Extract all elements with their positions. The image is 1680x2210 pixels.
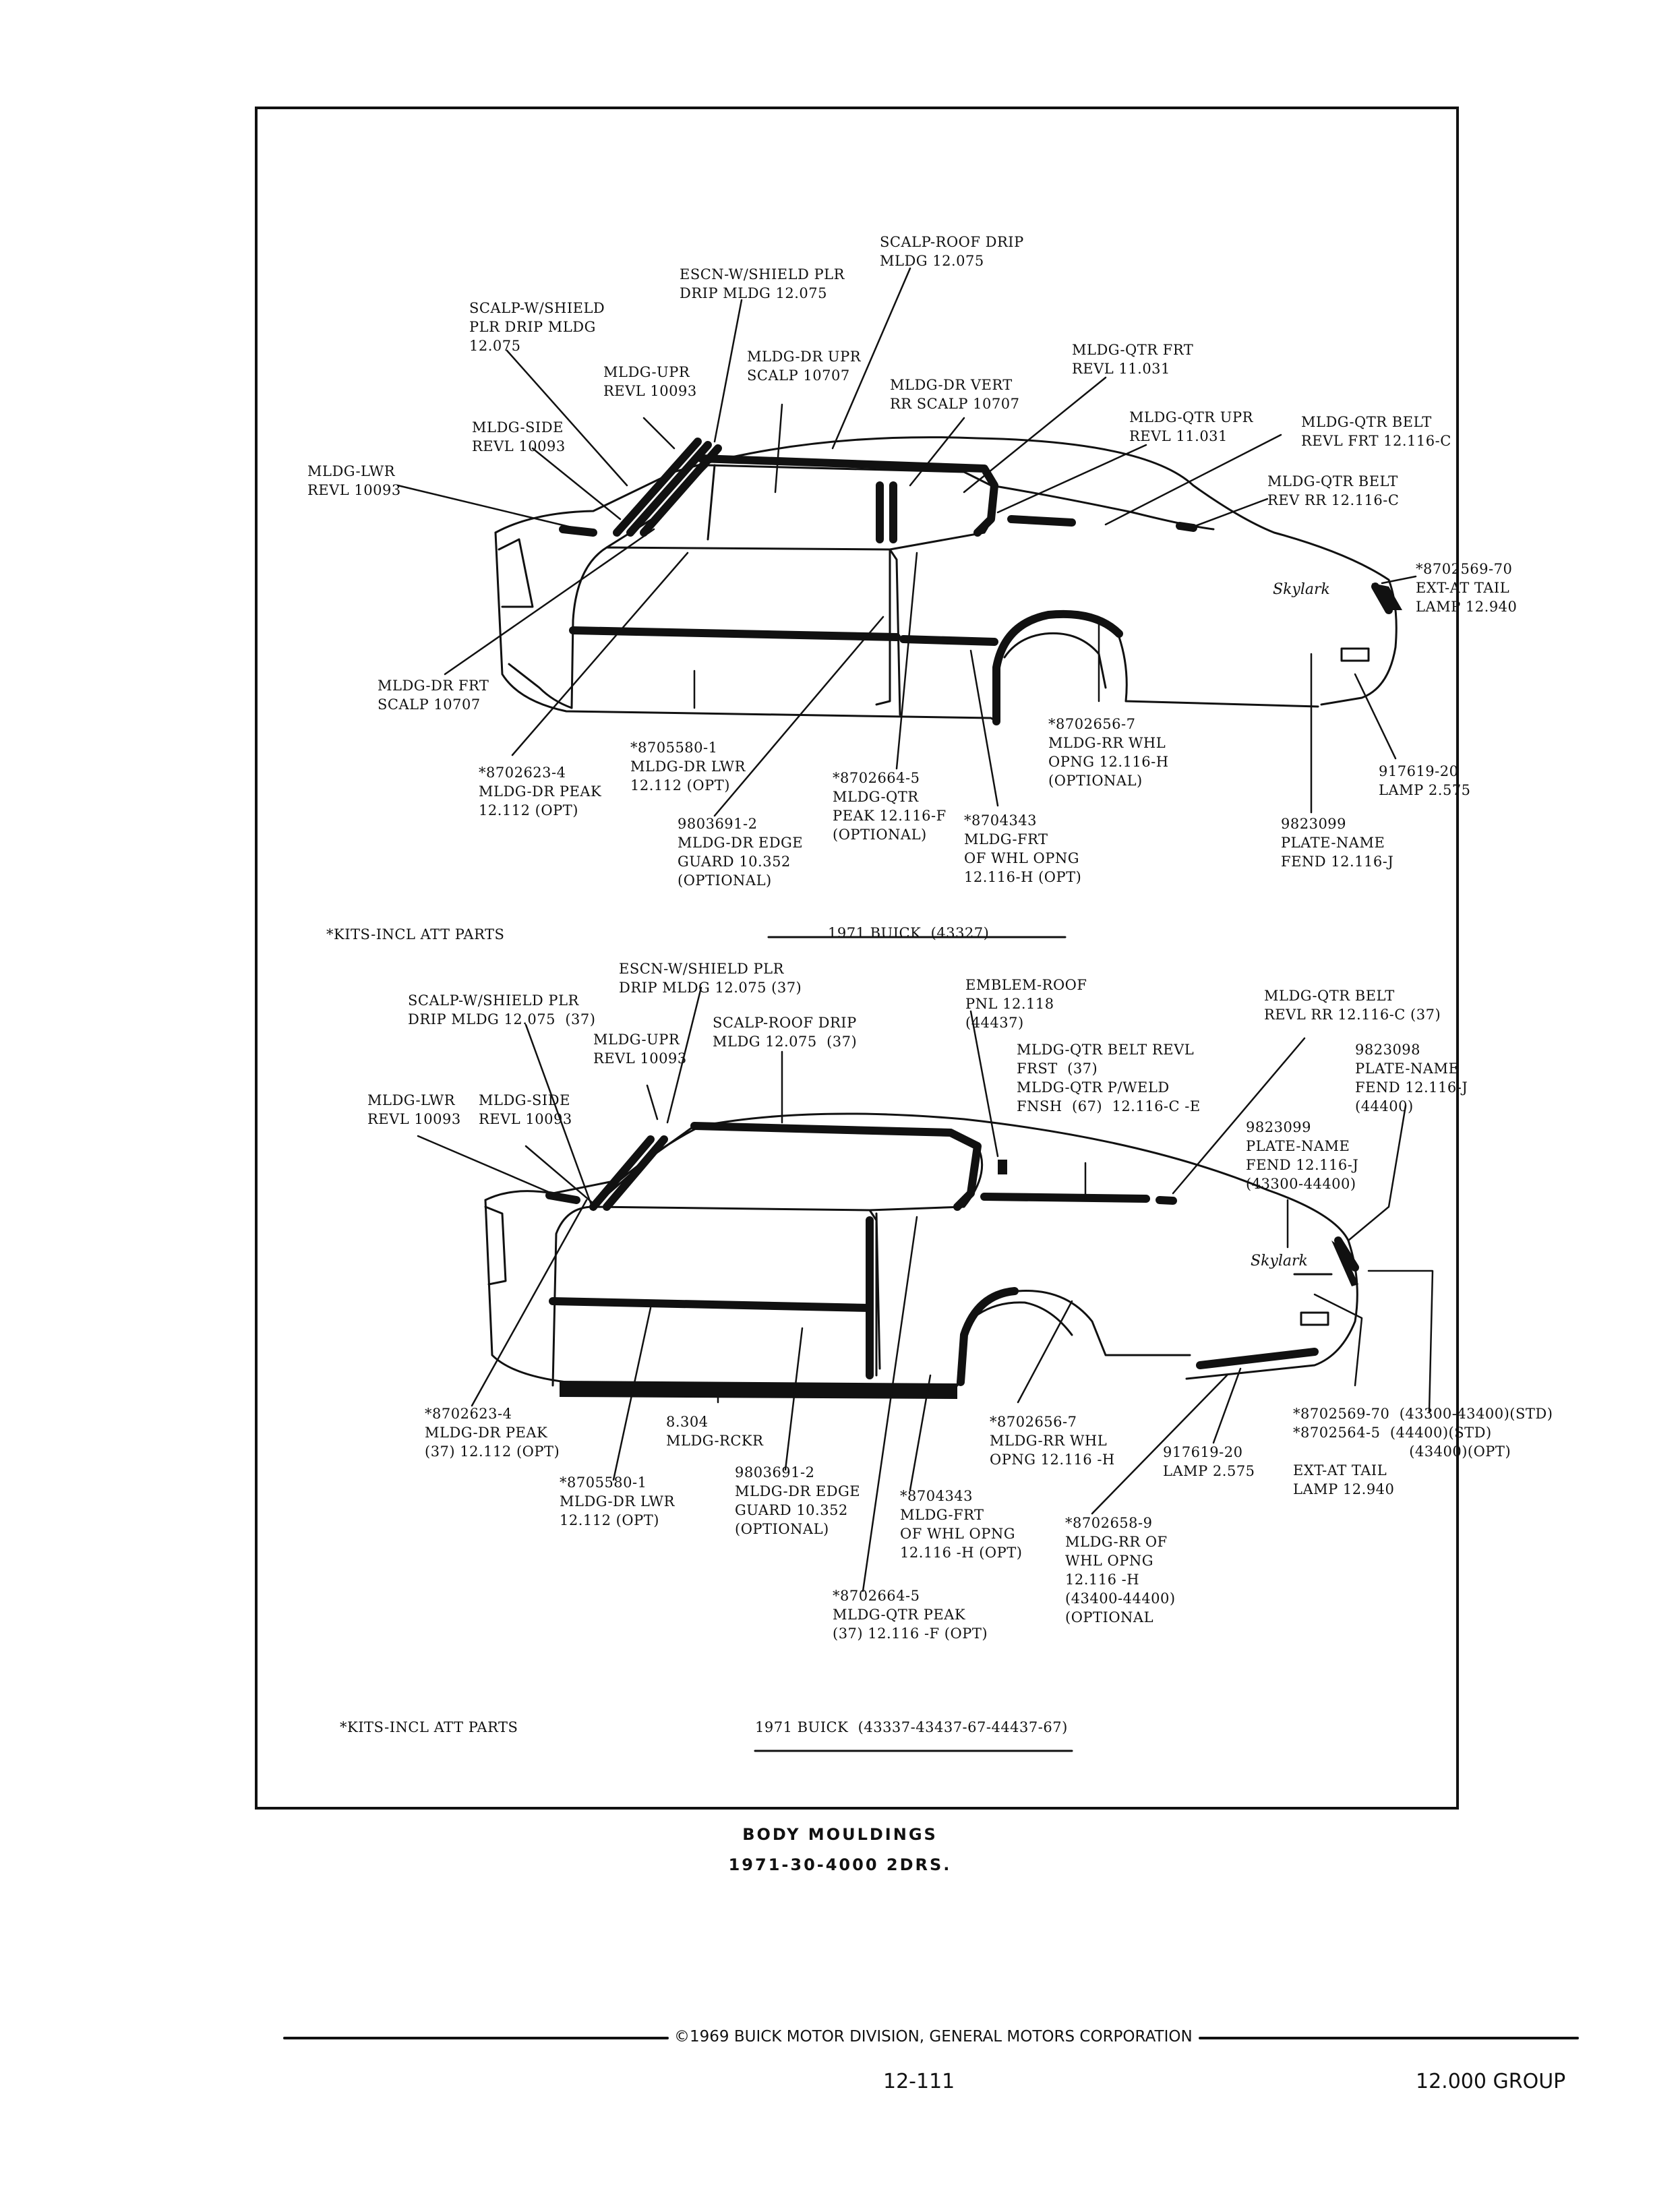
label-frt-whl: *8704343 MLDG-FRT OF WHL OPNG 12.116-H (… [964, 812, 1082, 885]
copyright: ©1969 BUICK MOTOR DIVISION, GENERAL MOTO… [674, 2028, 1193, 2045]
label-mldg-qtr-belt-rr: MLDG-QTR BELT REV RR 12.116-C [1267, 473, 1400, 508]
label-plate-name: 9823099 PLATE-NAME FEND 12.116-J [1281, 816, 1394, 870]
label-mldg-lwr: MLDG-LWR REVL 10093 [307, 463, 401, 498]
label-mldg-upr-2: MLDG-UPR REVL 10093 [593, 1032, 687, 1067]
label-edge-guard: 9803691-2 MLDG-DR EDGE GUARD 10.352 (OPT… [678, 816, 804, 889]
label-scalp-roof-drip: SCALP-ROOF DRIP MLDG 12.075 [880, 234, 1024, 269]
diagram-frame [255, 107, 1459, 1810]
skylark-badge: Skylark [1273, 581, 1330, 598]
label-mldg-qtr-belt-frt: MLDG-QTR BELT REVL FRT 12.116-C [1301, 414, 1451, 449]
label-ext-tail-lamp: *8702569-70 EXT-AT TAIL LAMP 12.940 [1416, 561, 1518, 615]
label-mldg-qtr-frt: MLDG-QTR FRT REVL 11.031 [1072, 342, 1194, 377]
label-rr-whl: *8702656-7 MLDG-RR WHL OPNG 12.116-H (OP… [1048, 716, 1169, 789]
car-2-outline [484, 1112, 1358, 1387]
label-escn-shield-2: ESCN-W/SHIELD PLR DRIP MLDG 12.075 (37) [619, 961, 802, 996]
label-lamp: 917619-20 LAMP 2.575 [1379, 763, 1471, 798]
model-1: 1971 BUICK (43327) [828, 925, 990, 941]
car-1-outline [494, 436, 1398, 723]
label-emblem-roof: EMBLEM-ROOF PNL 12.118 (44437) [965, 977, 1087, 1031]
skylark-badge-2: Skylark [1251, 1253, 1308, 1270]
label-dr-lwr: *8705580-1 MLDG-DR LWR 12.112 (OPT) [630, 740, 746, 794]
label-qtr-peak: *8702664-5 MLDG-QTR PEAK 12.116-F (OPTIO… [833, 770, 947, 843]
label-scalp-shield-2: SCALP-W/SHIELD PLR DRIP MLDG 12.075 (37) [408, 992, 596, 1027]
page-number: 12-111 [883, 2070, 955, 2093]
label-mldg-upr: MLDG-UPR REVL 10093 [603, 364, 697, 399]
kits-note-1: *KITS-INCL ATT PARTS [326, 926, 505, 943]
label-dr-frt-scalp: MLDG-DR FRT SCALP 10707 [378, 678, 489, 713]
label-dr-peak: *8702623-4 MLDG-DR PEAK 12.112 (OPT) [479, 765, 602, 818]
label-mldg-qtr-belt-2: MLDG-QTR BELT REVL RR 12.116-C (37) [1264, 988, 1441, 1023]
label-mldg-dr-upr: MLDG-DR UPR SCALP 10707 [747, 349, 862, 384]
label-edge-guard-2: 9803691-2 MLDG-DR EDGE GUARD 10.352 (OPT… [735, 1464, 861, 1537]
label-mldg-side-2: MLDG-SIDE REVL 10093 [479, 1092, 572, 1127]
group-label: 12.000 GROUP [1416, 2070, 1566, 2093]
model-2: 1971 BUICK (43337-43437-67-44437-67) [755, 1719, 1068, 1735]
label-mldg-qtr-upr: MLDG-QTR UPR REVL 11.031 [1129, 409, 1253, 444]
label-mldg-dr-vert: MLDG-DR VERT RR SCALP 10707 [890, 377, 1020, 412]
label-qtr-peak-2: *8702664-5 MLDG-QTR PEAK (37) 12.116 -F … [833, 1588, 988, 1642]
label-qtr-belt-revl: MLDG-QTR BELT REVL FRST (37) MLDG-QTR P/… [1017, 1042, 1201, 1114]
label-mldg-side: MLDG-SIDE REVL 10093 [472, 419, 566, 454]
label-plate-name-b: 9823099 PLATE-NAME FEND 12.116-J (43300-… [1246, 1119, 1359, 1192]
label-rr-whl-2: *8702656-7 MLDG-RR WHL OPNG 12.116 -H [990, 1414, 1115, 1468]
label-tail-2: *8702569-70 (43300-43400)(STD) *8702564-… [1293, 1406, 1553, 1497]
label-escn-shield: ESCN-W/SHIELD PLR DRIP MLDG 12.075 [680, 266, 845, 301]
label-frt-whl-2: *8704343 MLDG-FRT OF WHL OPNG 12.116 -H … [900, 1488, 1023, 1561]
label-rckr-num: 8.304 [666, 1414, 709, 1430]
label-dr-peak-2: *8702623-4 MLDG-DR PEAK (37) 12.112 (OPT… [425, 1406, 560, 1460]
label-rckr: MLDG-RCKR [666, 1433, 764, 1449]
label-lamp-2: 917619-20 LAMP 2.575 [1163, 1444, 1255, 1479]
kits-note-2: *KITS-INCL ATT PARTS [340, 1719, 518, 1735]
label-plate-name-a: 9823098 PLATE-NAME FEND 12.116-J (44400) [1355, 1042, 1468, 1114]
label-rr-of-whl: *8702658-9 MLDG-RR OF WHL OPNG 12.116 -H… [1065, 1515, 1176, 1625]
caption-subtitle: 1971-30-4000 2DRS. [728, 1855, 952, 1874]
label-scalp-roof-2: SCALP-ROOF DRIP MLDG 12.075 (37) [713, 1015, 858, 1050]
label-dr-lwr-2: *8705580-1 MLDG-DR LWR 12.112 (OPT) [560, 1474, 675, 1528]
label-mldg-lwr-2: MLDG-LWR REVL 10093 [367, 1092, 461, 1127]
caption-title: BODY MOULDINGS [742, 1825, 938, 1844]
label-scalp-shield: SCALP-W/SHIELD PLR DRIP MLDG 12.075 [469, 300, 605, 354]
